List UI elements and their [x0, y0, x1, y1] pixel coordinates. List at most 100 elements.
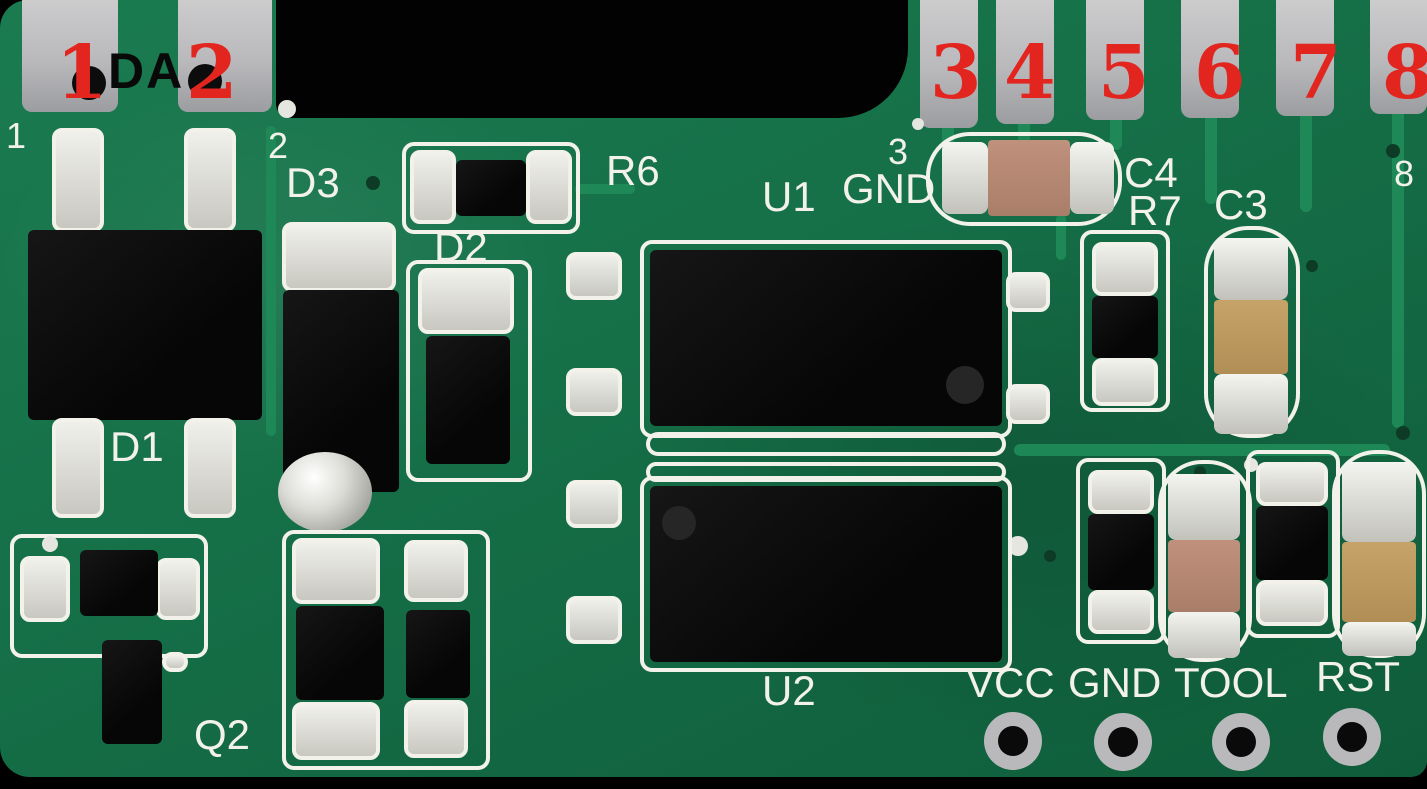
pin-annotation-3: 3: [930, 30, 982, 116]
label-u1: U1: [762, 173, 816, 220]
capacitor-terminal: [1168, 612, 1240, 658]
capacitor-terminal: [1168, 474, 1240, 540]
label-d2: D2: [434, 223, 488, 270]
solder-pad: [404, 540, 468, 602]
silkscreen-outline: [1076, 458, 1166, 644]
solder-pad: [184, 128, 236, 232]
capacitor-c3-terminal: [1214, 374, 1288, 434]
trace: [1110, 114, 1122, 150]
edge-pad-2-hole: [188, 64, 222, 98]
hole-center: [1226, 727, 1256, 757]
pin-annotation-6: 6: [1194, 30, 1246, 116]
header-hole-rst: [1323, 708, 1381, 766]
solder-pad: [566, 252, 622, 300]
label-c3: C3: [1214, 181, 1268, 228]
via: [366, 176, 380, 190]
silkscreen-outline: [1158, 460, 1252, 662]
component-body: [1256, 506, 1328, 580]
solder-pad: [20, 556, 70, 622]
silk-pin-number-3: 3: [888, 131, 909, 172]
solder-pad: [566, 596, 622, 644]
solder-pad: [282, 222, 396, 292]
trace: [1205, 112, 1217, 204]
label-da: DA: [108, 43, 185, 99]
solder-blob: [278, 452, 372, 532]
hole-center: [998, 726, 1028, 756]
edge-pad-4: [996, 0, 1054, 124]
via: [1386, 144, 1400, 158]
solder-pad: [1092, 358, 1158, 406]
trace: [1056, 214, 1066, 260]
transistor-body: [406, 610, 470, 698]
transistor-body: [296, 606, 384, 700]
capacitor-c3-body: [1214, 300, 1288, 374]
trace: [1392, 108, 1404, 428]
solder-pad: [404, 700, 468, 758]
label-rst: RST: [1316, 653, 1400, 700]
board-notch: [276, 0, 908, 118]
silkscreen-outline-u2: [640, 476, 1012, 672]
ic-d1-body: [28, 230, 262, 420]
via: [1396, 426, 1410, 440]
label-u2: U2: [762, 667, 816, 714]
ic-u2-pin1-dot: [662, 506, 696, 540]
label-r6: R6: [606, 147, 660, 194]
solder-pad: [410, 150, 456, 224]
transistor-q2-lower-body: [102, 640, 162, 744]
solder-pad: [184, 418, 236, 518]
drill-hole: [42, 536, 58, 552]
edge-pad-5: [1086, 0, 1144, 120]
label-vcc: VCC: [966, 659, 1055, 706]
diode-d2-body: [426, 336, 510, 464]
silkscreen-outline: [1332, 450, 1426, 658]
silk-pin-number-1: 1: [6, 115, 27, 156]
solder-pad: [1092, 242, 1158, 296]
hole-center: [1337, 722, 1367, 752]
capacitor-terminal: [1342, 462, 1416, 542]
solder-pad: [1006, 384, 1050, 424]
ic-u2-body: [650, 486, 1002, 662]
solder-pad: [156, 558, 200, 620]
transistor-q2-body: [80, 550, 158, 616]
silkscreen-outline-c4: [926, 132, 1122, 226]
silkscreen-outline-r6: [402, 142, 580, 234]
hole-center: [1108, 727, 1138, 757]
pin-annotation-8: 8: [1382, 30, 1427, 116]
pin-annotation-5: 5: [1098, 30, 1150, 116]
solder-pad: [52, 128, 104, 232]
silkscreen-bar: [646, 462, 1006, 482]
solder-pad: [1088, 590, 1154, 634]
solder-pad: [1006, 272, 1050, 312]
solder-pad: [1088, 470, 1154, 514]
resistor-r7-body: [1092, 296, 1158, 358]
capacitor-c4-body: [988, 140, 1070, 216]
trace: [1300, 110, 1312, 212]
capacitor-terminal: [1342, 622, 1416, 656]
edge-pad-3: [920, 0, 978, 128]
ic-u1-body: [650, 250, 1002, 426]
capacitor-c4-terminal: [1070, 142, 1114, 214]
solder-pad: [1256, 580, 1328, 626]
label-d1: D1: [110, 423, 164, 470]
edge-pad-6: [1181, 0, 1239, 118]
silkscreen-outline-d2: [406, 260, 532, 482]
silk-pin-number-8: 8: [1394, 153, 1415, 194]
silkscreen-outline-r7: [1080, 230, 1170, 412]
drill-hole: [1008, 536, 1028, 556]
label-u1-gnd: GND: [842, 165, 936, 212]
header-hole-vcc: [984, 712, 1042, 770]
capacitor-c3-terminal: [1214, 238, 1288, 300]
solder-pad: [52, 418, 104, 518]
edge-pad-8: [1370, 0, 1427, 114]
solder-pad: [292, 538, 380, 604]
pin-annotation-1: 1: [56, 30, 108, 116]
trace: [575, 184, 635, 194]
label-c4: C4: [1124, 149, 1178, 196]
edge-pad-7: [1276, 0, 1334, 116]
pin-annotation-2: 2: [186, 30, 238, 116]
pin-annotation-7: 7: [1290, 30, 1342, 116]
drill-hole: [912, 118, 924, 130]
component-body: [1088, 514, 1154, 590]
silkscreen-outline: [1246, 450, 1340, 638]
